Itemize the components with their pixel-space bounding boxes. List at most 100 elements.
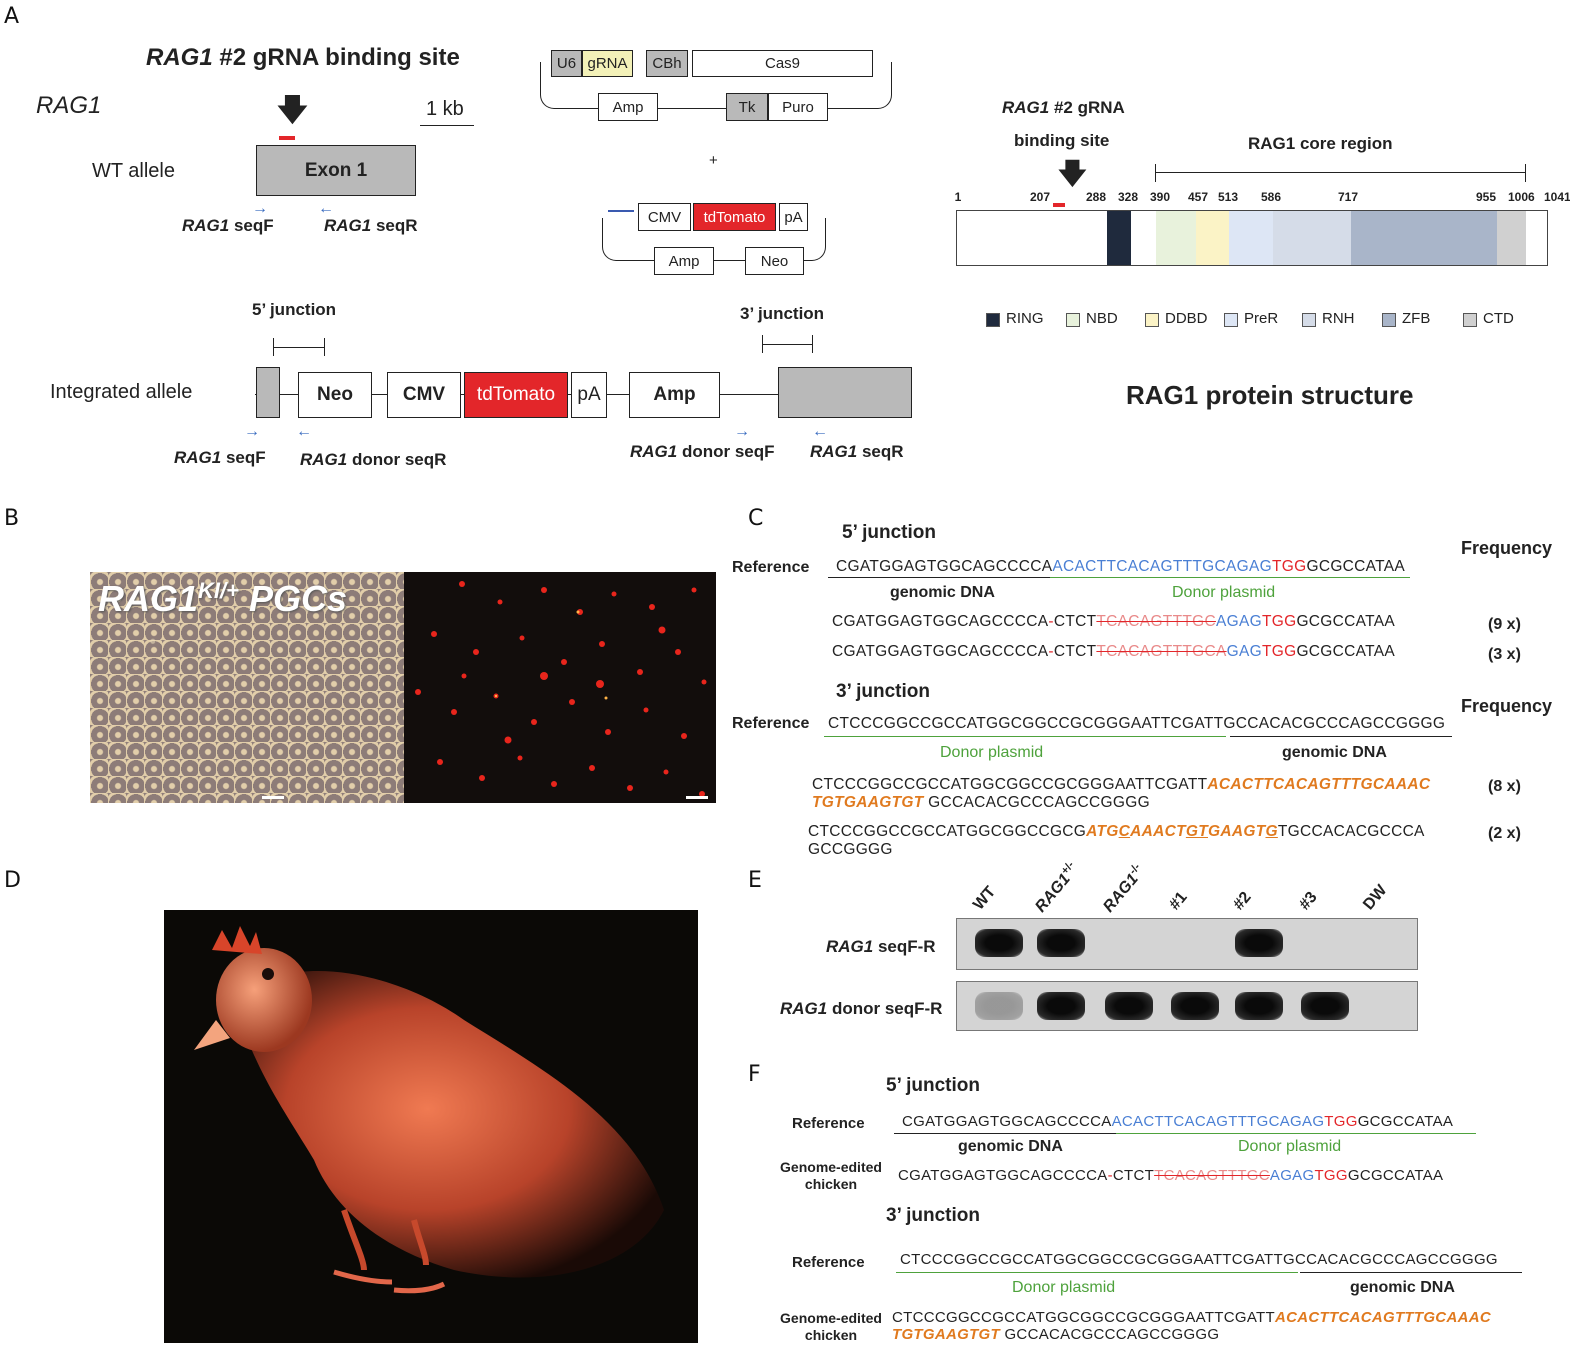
gel-row1-label: RAG1 seqF-R xyxy=(826,937,936,956)
f-edited5-seq: CGATGGAGTGGCAGCCCCA-CTCTTCACAGTTTGCAGAGT… xyxy=(898,1167,1444,1184)
position-label: 1 xyxy=(954,190,962,204)
int-cmv-block: CMV xyxy=(387,372,461,418)
legend-swatch xyxy=(1224,313,1238,327)
legend-swatch xyxy=(1463,313,1477,327)
legend-label: ZFB xyxy=(1402,310,1431,327)
genomic-underline xyxy=(1230,736,1452,737)
down-arrow-icon: 🡇 xyxy=(1058,158,1087,189)
pa-block: pA xyxy=(779,203,808,231)
int-primer-seqr: RAG1 seqR xyxy=(810,442,904,461)
fluorescent-cells xyxy=(415,581,707,797)
junction3-bracket xyxy=(762,344,813,345)
f-reference-label: Reference xyxy=(792,1115,865,1132)
legend-swatch xyxy=(1145,313,1159,327)
arrow-left-icon: ← xyxy=(318,200,334,217)
position-label: 457 xyxy=(1187,190,1209,204)
protein-grna-mark xyxy=(1053,203,1065,207)
c-ref3-seq: CTCCCGGCCGCCATGGCGGCCGCGGGAATTCGATTGCCAC… xyxy=(828,715,1446,732)
c-read-1: CGATGGAGTGGCAGCCCCA-CTCTTCACAGTTTGCAGAGT… xyxy=(832,613,1396,630)
legend-swatch xyxy=(1066,313,1080,327)
core-region-label: RAG1 core region xyxy=(1248,134,1393,153)
c-ref5-seq: CGATGGAGTGGCAGCCCCAACACTTCACAGTTTGCAGAGT… xyxy=(836,558,1406,575)
position-label: 1041 xyxy=(1544,190,1570,204)
c-junction5-label: 5’ junction xyxy=(842,522,936,543)
arrow-right-icon: → xyxy=(252,200,268,217)
bracket-tick xyxy=(273,338,274,356)
legend-swatch xyxy=(1382,313,1396,327)
int-neo-block: Neo xyxy=(298,372,372,418)
gel-band xyxy=(975,929,1023,957)
exon-left-block xyxy=(256,367,280,418)
c-read-4-cont: GCCGGGG xyxy=(808,841,893,858)
gel-row1 xyxy=(956,918,1418,970)
domain-rnh xyxy=(1273,211,1351,265)
panel-label-c: C xyxy=(748,506,764,531)
protein-structure-title: RAG1 protein structure xyxy=(1126,380,1414,410)
gel-lane-label: #2 xyxy=(1230,888,1255,914)
arrow-left-icon: ← xyxy=(296,423,312,440)
scale-label: 1 kb xyxy=(426,98,464,120)
f-junction3-label: 3’ junction xyxy=(886,1205,980,1226)
scale-bar xyxy=(420,125,474,126)
position-label: 586 xyxy=(1260,190,1282,204)
grna-site-title: RAG1 #2 gRNA binding site xyxy=(146,44,460,71)
legend-label: PreR xyxy=(1244,310,1279,327)
c-donor-label: Donor plasmid xyxy=(1172,584,1276,601)
domain-ddbd xyxy=(1196,211,1229,265)
bracket-tick xyxy=(1525,164,1526,182)
homology-arm-mark xyxy=(608,210,634,212)
c-read-4-freq: (2 x) xyxy=(1488,825,1521,842)
int-primer-donor-seqf: RAG1 donor seqF xyxy=(630,442,775,461)
neo-block: Neo xyxy=(745,247,804,275)
panel-label-a: A xyxy=(4,4,20,29)
genomic-underline xyxy=(1300,1272,1522,1273)
c-frequency-label-2: Frequency xyxy=(1461,696,1553,716)
gel-band xyxy=(1301,992,1349,1020)
grna-site-mark xyxy=(279,136,295,140)
c-read-2-freq: (3 x) xyxy=(1488,646,1521,663)
bracket-tick xyxy=(812,335,813,353)
integrated-allele-label: Integrated allele xyxy=(50,381,193,403)
plasmid-backbone-2 xyxy=(602,218,826,261)
f-junction5-label: 5’ junction xyxy=(886,1075,980,1096)
int-primer-seqf: RAG1 seqF xyxy=(174,448,266,467)
f-edited3-seq: CTCCCGGCCGCCATGGCGGCCGCGGGAATTCGATTACACT… xyxy=(892,1309,1491,1326)
c-junction3-label: 3’ junction xyxy=(836,681,930,702)
scale-bar xyxy=(686,796,708,799)
chicken-illustration xyxy=(194,926,664,1294)
domain-zfb xyxy=(1351,211,1497,265)
cbh-block: CBh xyxy=(646,50,688,77)
f-reference-label-2: Reference xyxy=(792,1254,865,1271)
amp-block: Amp xyxy=(598,93,658,121)
panel-label-f: F xyxy=(748,1062,761,1087)
chicken-photo xyxy=(164,910,698,1343)
f-genomic-label-2: genomic DNA xyxy=(1350,1279,1455,1296)
domain-ctd xyxy=(1497,211,1526,265)
panel-label-e: E xyxy=(748,868,762,893)
junction5-label: 5’ junction xyxy=(252,300,337,319)
gel-row2-label: RAG1 donor seqF-R xyxy=(780,999,943,1018)
genomic-underline xyxy=(894,1133,1116,1134)
panel-label-d: D xyxy=(4,868,21,893)
c-donor-label-2: Donor plasmid xyxy=(940,744,1044,761)
gel-band xyxy=(1105,992,1153,1020)
gel-band xyxy=(975,992,1023,1020)
junction3-label: 3’ junction xyxy=(740,304,825,323)
down-arrow-icon: 🡇 xyxy=(277,94,308,127)
wt-allele-label: WT allele xyxy=(92,160,175,182)
domain-ring xyxy=(1107,211,1131,265)
brightfield-image xyxy=(90,572,404,803)
int-amp-block: Amp xyxy=(629,372,720,418)
position-label: 513 xyxy=(1217,190,1239,204)
plasmid-backbone xyxy=(540,62,892,109)
tdtomato-block: tdTomato xyxy=(693,203,776,231)
u6-block: U6 xyxy=(551,50,582,77)
amp-block-2: Amp xyxy=(654,247,714,275)
gel-lane-label: #3 xyxy=(1296,888,1321,914)
f-donor-label-2: Donor plasmid xyxy=(1012,1279,1116,1296)
c-frequency-label: Frequency xyxy=(1461,538,1553,558)
position-label: 717 xyxy=(1337,190,1359,204)
position-label: 390 xyxy=(1149,190,1171,204)
